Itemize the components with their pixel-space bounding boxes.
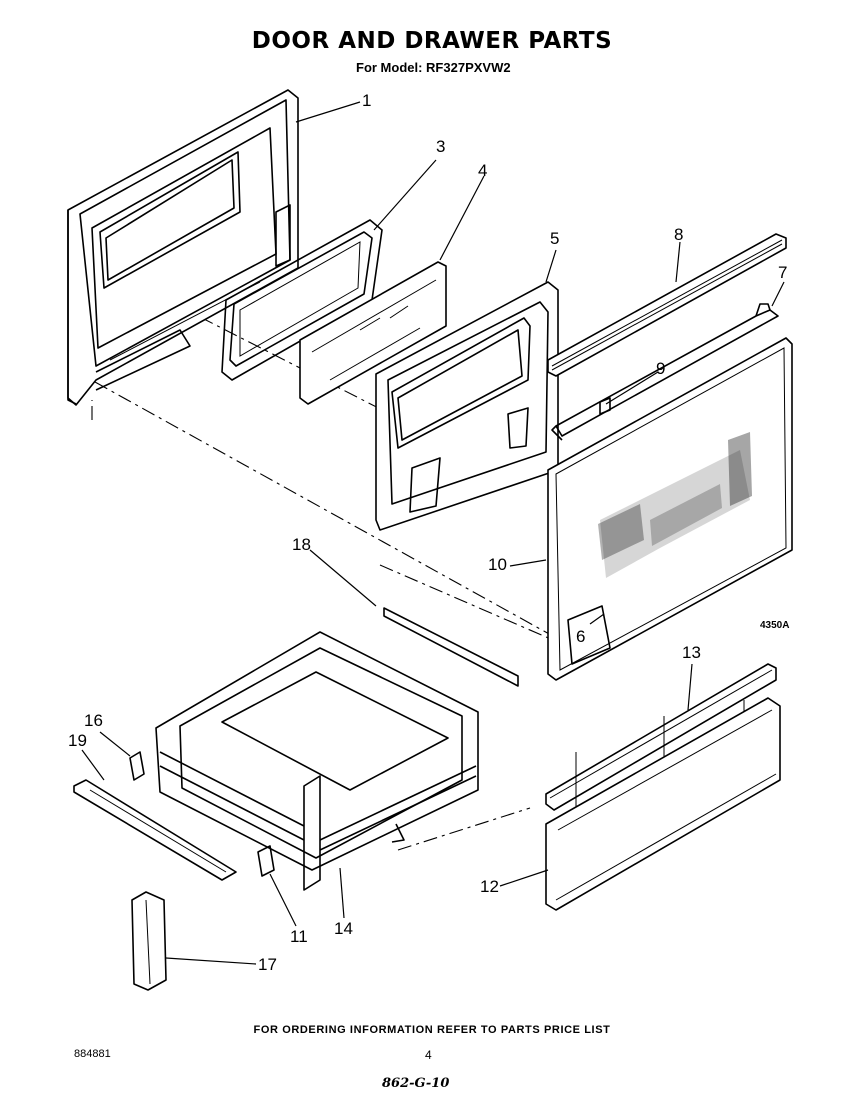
document-number: 884881 [74,1048,111,1060]
part-1-outer-door-panel [67,89,299,406]
part-4-window-glass [299,261,447,405]
callout-11: 11 [290,927,308,946]
part-9-clip [599,397,611,415]
leader-lines [81,101,785,965]
part-18-drawer-rail [383,607,519,687]
callout-1: 1 [362,91,371,110]
callout-9: 9 [656,359,665,378]
part-7-door-handle [551,303,779,441]
callout-12: 12 [480,877,499,896]
callout-5: 5 [550,229,559,248]
drawer-body [155,631,479,891]
figure-code: 4350A [760,620,789,631]
handwritten-note: 862-G-10 [382,1076,450,1091]
part-11-bracket [257,845,275,877]
callout-10: 10 [488,555,507,574]
callout-18: 18 [292,535,311,554]
part-16-bracket [129,751,145,781]
page-title: DOOR AND DRAWER PARTS [251,28,613,54]
part-10-outer-panel [547,337,793,681]
callout-16: 16 [84,711,103,730]
callout-3: 3 [436,137,445,156]
part-17-side-guide [131,891,167,991]
callout-19: 19 [68,731,87,750]
part-19-side-rail [73,779,237,881]
callout-4: 4 [478,161,487,180]
page-number: 4 [425,1048,432,1062]
callout-13: 13 [682,643,701,662]
callout-6: 6 [576,627,585,646]
callout-8: 8 [674,225,683,244]
ordering-footer: FOR ORDERING INFORMATION REFER TO PARTS … [253,1024,611,1036]
callout-17: 17 [258,955,277,974]
part-8-top-trim [547,233,787,377]
part-5-inner-door-liner [375,281,559,531]
model-subtitle: For Model: RF327PXVW2 [356,60,511,75]
callout-7: 7 [778,263,787,282]
callout-14: 14 [334,919,353,938]
part-12-drawer-front [545,697,781,911]
